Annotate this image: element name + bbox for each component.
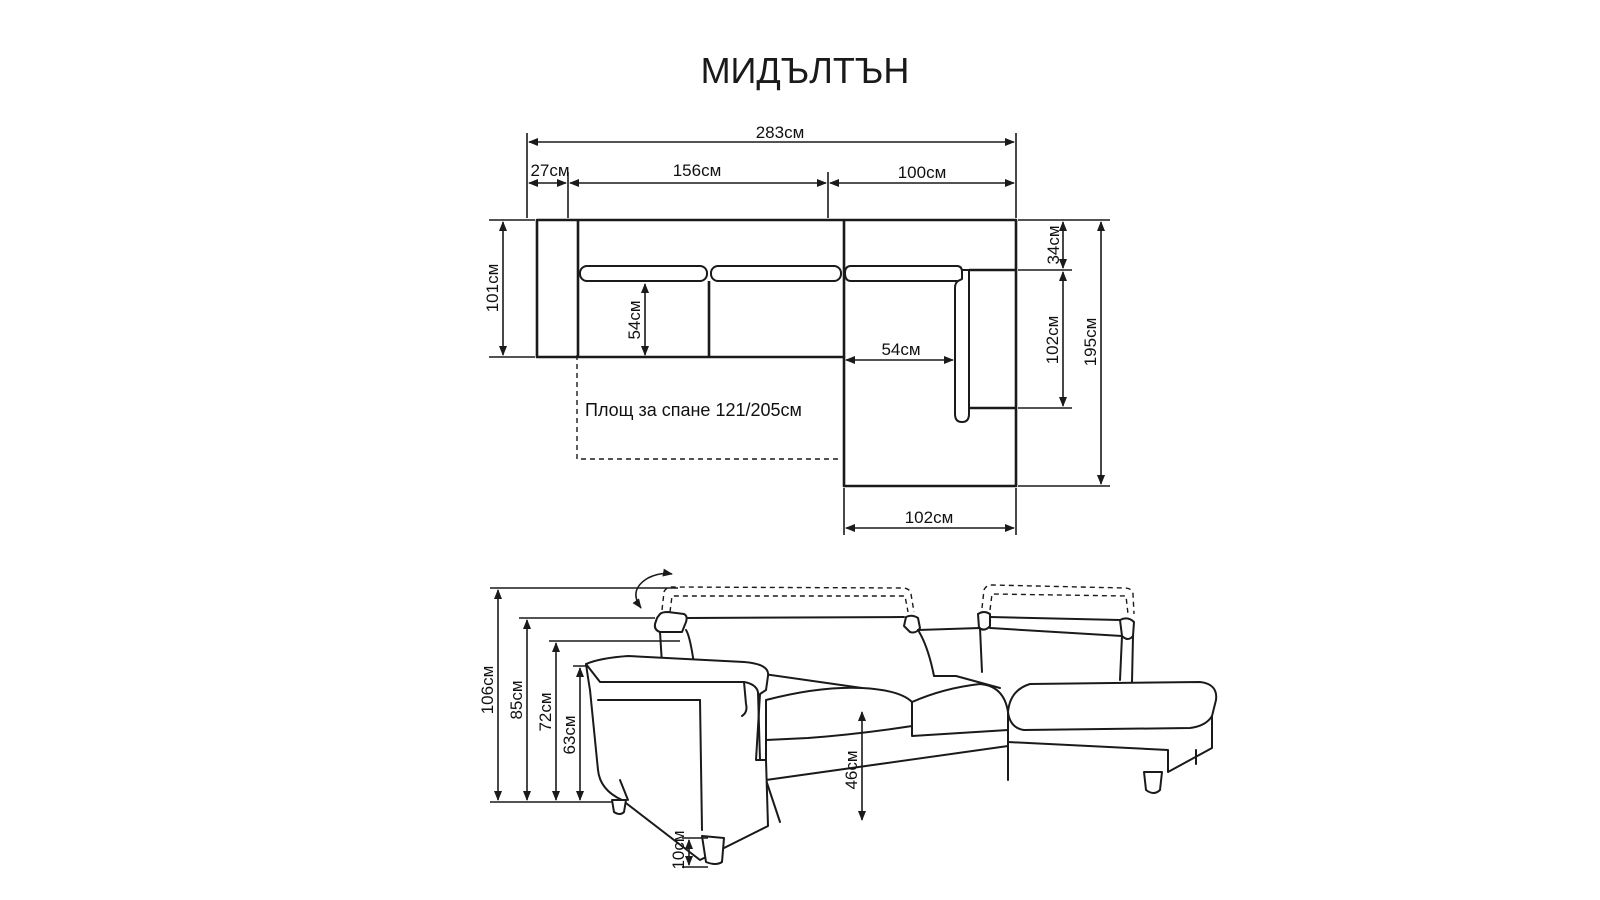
perspective-view: 106см 85см 72см 63см	[478, 568, 1218, 870]
back-leg	[611, 799, 627, 815]
back-cushion-2	[710, 265, 842, 282]
chaise-backrest	[954, 269, 970, 423]
headrest-right	[977, 611, 991, 631]
back-cushion-1	[579, 265, 708, 282]
dim-chaise-total-length: 195см	[1081, 318, 1100, 367]
dim-chaise-bottom-width: 102см	[905, 508, 954, 527]
raised-headrest-left	[661, 586, 915, 613]
dim-seat-depth: 54см	[625, 300, 644, 339]
dim-total-width: 283см	[756, 123, 805, 142]
dim-chaise-seat-width: 54см	[881, 340, 920, 359]
dim-sofa-width: 156см	[673, 161, 722, 180]
chaise-leg	[1143, 771, 1163, 794]
top-view-outline	[535, 218, 1018, 488]
dim-height-back: 72см	[536, 692, 555, 731]
dim-height-headrest-down: 85см	[507, 680, 526, 719]
dim-armrest-width: 27см	[530, 161, 569, 180]
raised-headrest-right	[981, 584, 1135, 615]
dim-height-legs: 10см	[669, 830, 688, 869]
dim-chaise-back-depth: 34см	[1044, 225, 1063, 264]
dim-height-headrest-up: 106см	[478, 666, 497, 715]
front-leg	[701, 835, 725, 865]
seat-cushion-mid	[911, 683, 1009, 737]
chaise-cushion	[1007, 681, 1218, 731]
back-cushion-3	[844, 265, 963, 282]
dim-height-armrest: 63см	[560, 715, 579, 754]
dim-height-seat: 46см	[842, 750, 861, 789]
headrest-left	[653, 611, 688, 633]
dim-chaise-width: 100см	[898, 163, 947, 182]
sleeping-area-outline	[576, 355, 838, 460]
left-armrest	[585, 655, 770, 861]
diagram-title: МИДЪЛТЪН	[701, 50, 910, 91]
seat-cushion-left	[765, 686, 913, 741]
headrest-rotation-arrow	[632, 568, 673, 609]
dim-chaise-seat-length: 102см	[1043, 316, 1062, 365]
dim-depth: 101см	[483, 264, 502, 313]
top-view: 283см 27см 156см 100см Площ за спане 121…	[483, 123, 1110, 535]
sleeping-area-label: Площ за спане 121/205см	[585, 400, 802, 420]
